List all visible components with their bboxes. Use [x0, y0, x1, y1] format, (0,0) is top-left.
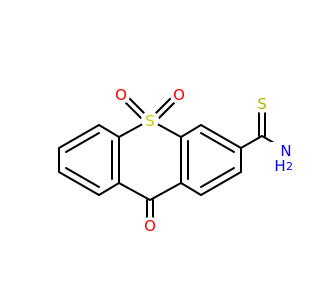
- bond: [118, 182, 151, 201]
- amide-nitrogen-atom: N H 2: [271, 142, 295, 175]
- sulfone-oxygen-right-label: O: [173, 86, 185, 104]
- bond: [58, 171, 100, 196]
- bond: [98, 124, 120, 138]
- structure-drawing: S O O O S N H 2: [58, 86, 295, 235]
- bond: [128, 97, 146, 115]
- bond: [58, 124, 100, 149]
- sulfone-oxygen-left-atom: O: [112, 86, 130, 104]
- thioamide-sulfur-atom: S: [253, 95, 271, 113]
- sulfone-sulfur-label: S: [145, 112, 155, 130]
- bond: [98, 182, 120, 196]
- sulfone-sulfur-atom: S: [141, 111, 159, 130]
- sulfone-oxygen-right-atom: O: [170, 86, 188, 104]
- bond: [149, 182, 182, 201]
- bond: [65, 132, 100, 153]
- bond: [200, 167, 235, 188]
- bond: [154, 97, 172, 115]
- sulfone-oxygen-left-label: O: [115, 86, 127, 104]
- ketone-oxygen-label: O: [144, 217, 156, 235]
- bond: [240, 135, 263, 149]
- atom-layer: S O O O S N H 2: [112, 86, 295, 235]
- bond: [200, 171, 242, 196]
- molecule-diagram: S O O O S N H 2: [58, 86, 295, 235]
- bond-layer: [58, 97, 282, 219]
- bond: [200, 124, 242, 149]
- bond: [200, 132, 235, 153]
- thioamide-sulfur-label: S: [257, 95, 267, 113]
- ketone-oxygen-atom: O: [141, 217, 159, 235]
- bond: [180, 124, 202, 138]
- bond: [124, 101, 142, 119]
- bond: [180, 182, 202, 196]
- amide-hydrogen-label: H: [274, 157, 285, 175]
- bond: [65, 167, 100, 188]
- bond: [158, 101, 176, 119]
- amide-hydrogen-count: 2: [286, 160, 293, 173]
- amide-nitrogen-label: N: [280, 142, 291, 160]
